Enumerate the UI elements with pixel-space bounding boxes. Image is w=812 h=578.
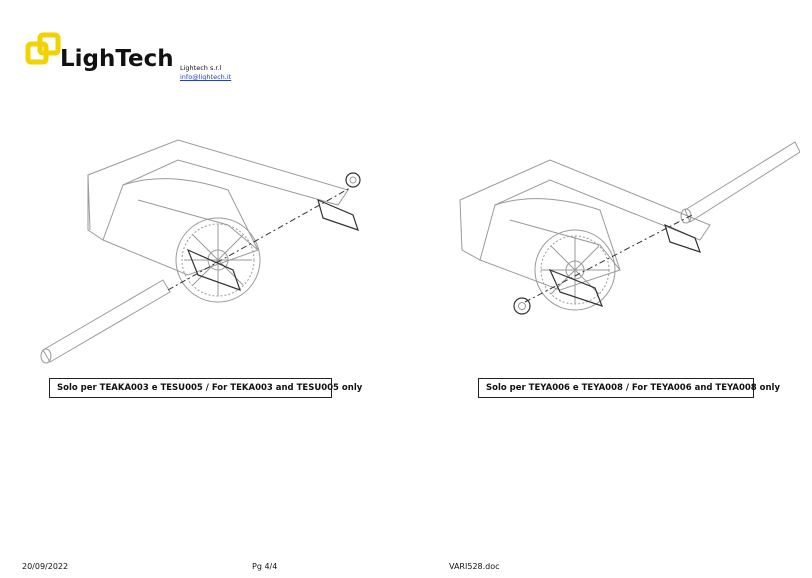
footer-date: 20/09/2022	[22, 562, 69, 571]
figure-caption-right: Solo per TEYA006 e TEYA008 / For TEYA006…	[478, 378, 780, 398]
lightech-logo: LighTech	[22, 32, 174, 74]
swingarm-drawing-right	[450, 130, 801, 370]
swingarm-drawing-left	[28, 130, 378, 370]
figure-caption-left: Solo per TEAKA003 e TESU005 / For TEKA00…	[49, 378, 362, 398]
logo-mark-icon	[25, 32, 61, 65]
footer-page-number: Pg 4/4	[252, 562, 278, 571]
company-name: Lightech s.r.l	[180, 64, 222, 72]
logo-wordmark: LighTech	[60, 46, 172, 72]
footer-filename: VARI528.doc	[449, 562, 500, 571]
company-email-link[interactable]: info@lightech.it	[180, 73, 232, 81]
company-info: Lightech s.r.l info@lightech.it	[180, 64, 231, 82]
